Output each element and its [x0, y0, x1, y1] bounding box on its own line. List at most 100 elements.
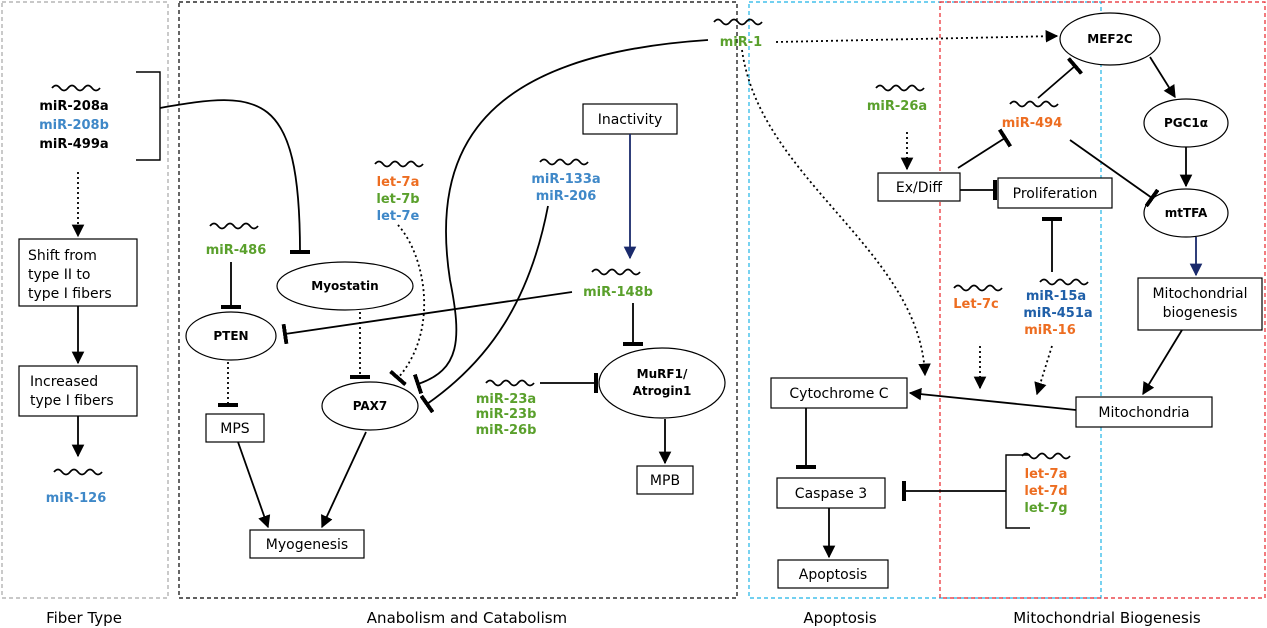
mirna-wave-icon [51, 84, 101, 92]
mirna-wave-icon [53, 468, 103, 476]
mirna-wave-icon [1009, 100, 1059, 108]
arrow-mir15a-to-cytochrome [1034, 345, 1053, 396]
anabolism-frame [178, 1, 738, 599]
arrow-mir1-to-cytochrome [741, 49, 931, 377]
label-increased-2: type I fibers [30, 393, 114, 409]
mirna-wave-icon [539, 158, 589, 166]
myogenesis-box [249, 529, 365, 559]
arrow-mitochondria-to-cytochrome [908, 387, 1077, 411]
pten-ellipse [185, 311, 277, 361]
label-exdiff: Ex/Diff [896, 180, 943, 196]
label-myostatin: Myostatin [311, 279, 378, 293]
label-mir-486: miR-486 [206, 243, 267, 258]
section-label-apoptosis: Apoptosis [803, 609, 877, 627]
label-murf1-2: Atrogin1 [633, 384, 692, 398]
fiber-type-frame [1, 1, 169, 599]
shift-fiber-box [18, 238, 138, 307]
label-proliferation: Proliferation [1013, 186, 1098, 202]
label-mir-208b: miR-208b [39, 118, 109, 133]
label-mef2c: MEF2C [1087, 32, 1133, 46]
arrow-mef2c-to-pgc1a [1149, 56, 1176, 99]
inhibit-mir494-exdiff [957, 128, 1013, 169]
label-let-7c: Let-7c [953, 297, 998, 312]
label-mitobio-2: biogenesis [1163, 305, 1238, 321]
section-label-mito: Mitochondrial Biogenesis [1013, 609, 1201, 627]
label-increased-1: Increased [30, 374, 98, 390]
label-cytochrome: Cytochrome C [789, 386, 888, 402]
mirna-wave-icon [209, 222, 259, 230]
label-mir-23a: miR-23a [476, 392, 536, 407]
inhibit-mir1-pax7 [412, 39, 709, 395]
arrow-mir1-to-mef2c [775, 29, 1059, 43]
apoptosis-frame [748, 1, 1102, 599]
cytochrome-box [770, 377, 908, 409]
label-let-7d: let-7d [1024, 484, 1067, 499]
label-let-7g: let-7g [1024, 501, 1067, 516]
mirna-wave-icon [591, 268, 641, 276]
label-mir-494: miR-494 [1002, 116, 1063, 131]
mirna-wave-icon [875, 84, 925, 92]
mito-biogenesis-box [1137, 277, 1263, 331]
increased-fiber-box [18, 365, 138, 417]
arrow-mps-to-myogenesis [237, 441, 271, 529]
label-mir-148b: miR-148b [583, 285, 653, 300]
myostatin-ellipse [276, 261, 414, 311]
label-mpb: MPB [650, 473, 680, 489]
label-caspase: Caspase 3 [795, 486, 867, 502]
arrow-mitobio-to-mitochondria [1142, 329, 1183, 396]
mirna-wave-icon [374, 160, 424, 168]
label-mttfa: mtTFA [1165, 206, 1208, 220]
label-let-7a-top: let-7a [377, 175, 420, 190]
mirna-wave-icon [485, 379, 535, 387]
mirna-wave-icon [1021, 452, 1071, 460]
label-let-7e: let-7e [377, 209, 420, 224]
inhibit-mir494-mef2c [1037, 57, 1084, 99]
label-mitobio-1: Mitochondrial [1152, 286, 1247, 302]
caspase-box [776, 477, 886, 509]
label-mir-23b: miR-23b [476, 407, 537, 422]
label-shift-2: type II to [28, 267, 91, 283]
inactivity-box [582, 103, 678, 135]
label-myogenesis: Myogenesis [266, 537, 348, 553]
inhibit-mir494-mttfa [1069, 139, 1160, 208]
label-let-7a-bottom: let-7a [1025, 467, 1068, 482]
mitochondria-box [1075, 396, 1213, 428]
mttfa-ellipse [1143, 188, 1229, 238]
label-mir-499a: miR-499a [39, 137, 108, 152]
label-mir-15a: miR-15a [1026, 289, 1086, 304]
inhibit-fibermirs-myostatin [159, 99, 311, 255]
label-mir-451a: miR-451a [1023, 306, 1092, 321]
inhibit-mir148b-pten [281, 291, 573, 345]
label-inactivity: Inactivity [598, 112, 663, 128]
murf1-ellipse [598, 347, 726, 419]
label-pax7: PAX7 [353, 399, 388, 413]
label-mir-26b: miR-26b [476, 423, 537, 438]
label-mir-26a: miR-26a [867, 99, 927, 114]
label-mps: MPS [220, 421, 250, 437]
label-mir-208a: miR-208a [39, 99, 108, 114]
label-mitochondria: Mitochondria [1098, 405, 1189, 421]
arrow-pax7-to-myogenesis [321, 431, 367, 529]
inhibit-let7-pax7 [389, 224, 426, 387]
label-shift-1: Shift from [28, 248, 97, 264]
label-mir-206: miR-206 [536, 189, 597, 204]
mirna-wave-icon [1039, 278, 1089, 286]
label-pten: PTEN [213, 329, 248, 343]
label-mir-16: miR-16 [1024, 323, 1076, 338]
label-shift-3: type I fibers [28, 286, 112, 302]
section-label-anabolism: Anabolism and Catabolism [367, 609, 567, 627]
mps-box [205, 413, 265, 443]
mef2c-ellipse [1059, 12, 1161, 66]
label-apoptosis-box: Apoptosis [799, 567, 867, 583]
mito-frame [939, 1, 1266, 599]
exdiff-box [877, 172, 961, 202]
label-let-7b: let-7b [376, 192, 419, 207]
label-mir-126: miR-126 [46, 491, 107, 506]
proliferation-box [997, 177, 1113, 209]
label-pgc1a: PGC1α [1164, 116, 1208, 130]
section-label-fiber-type: Fiber Type [46, 609, 122, 627]
pax7-ellipse [321, 381, 419, 431]
label-mir-1: miR-1 [720, 35, 762, 50]
mpb-box [636, 465, 694, 495]
